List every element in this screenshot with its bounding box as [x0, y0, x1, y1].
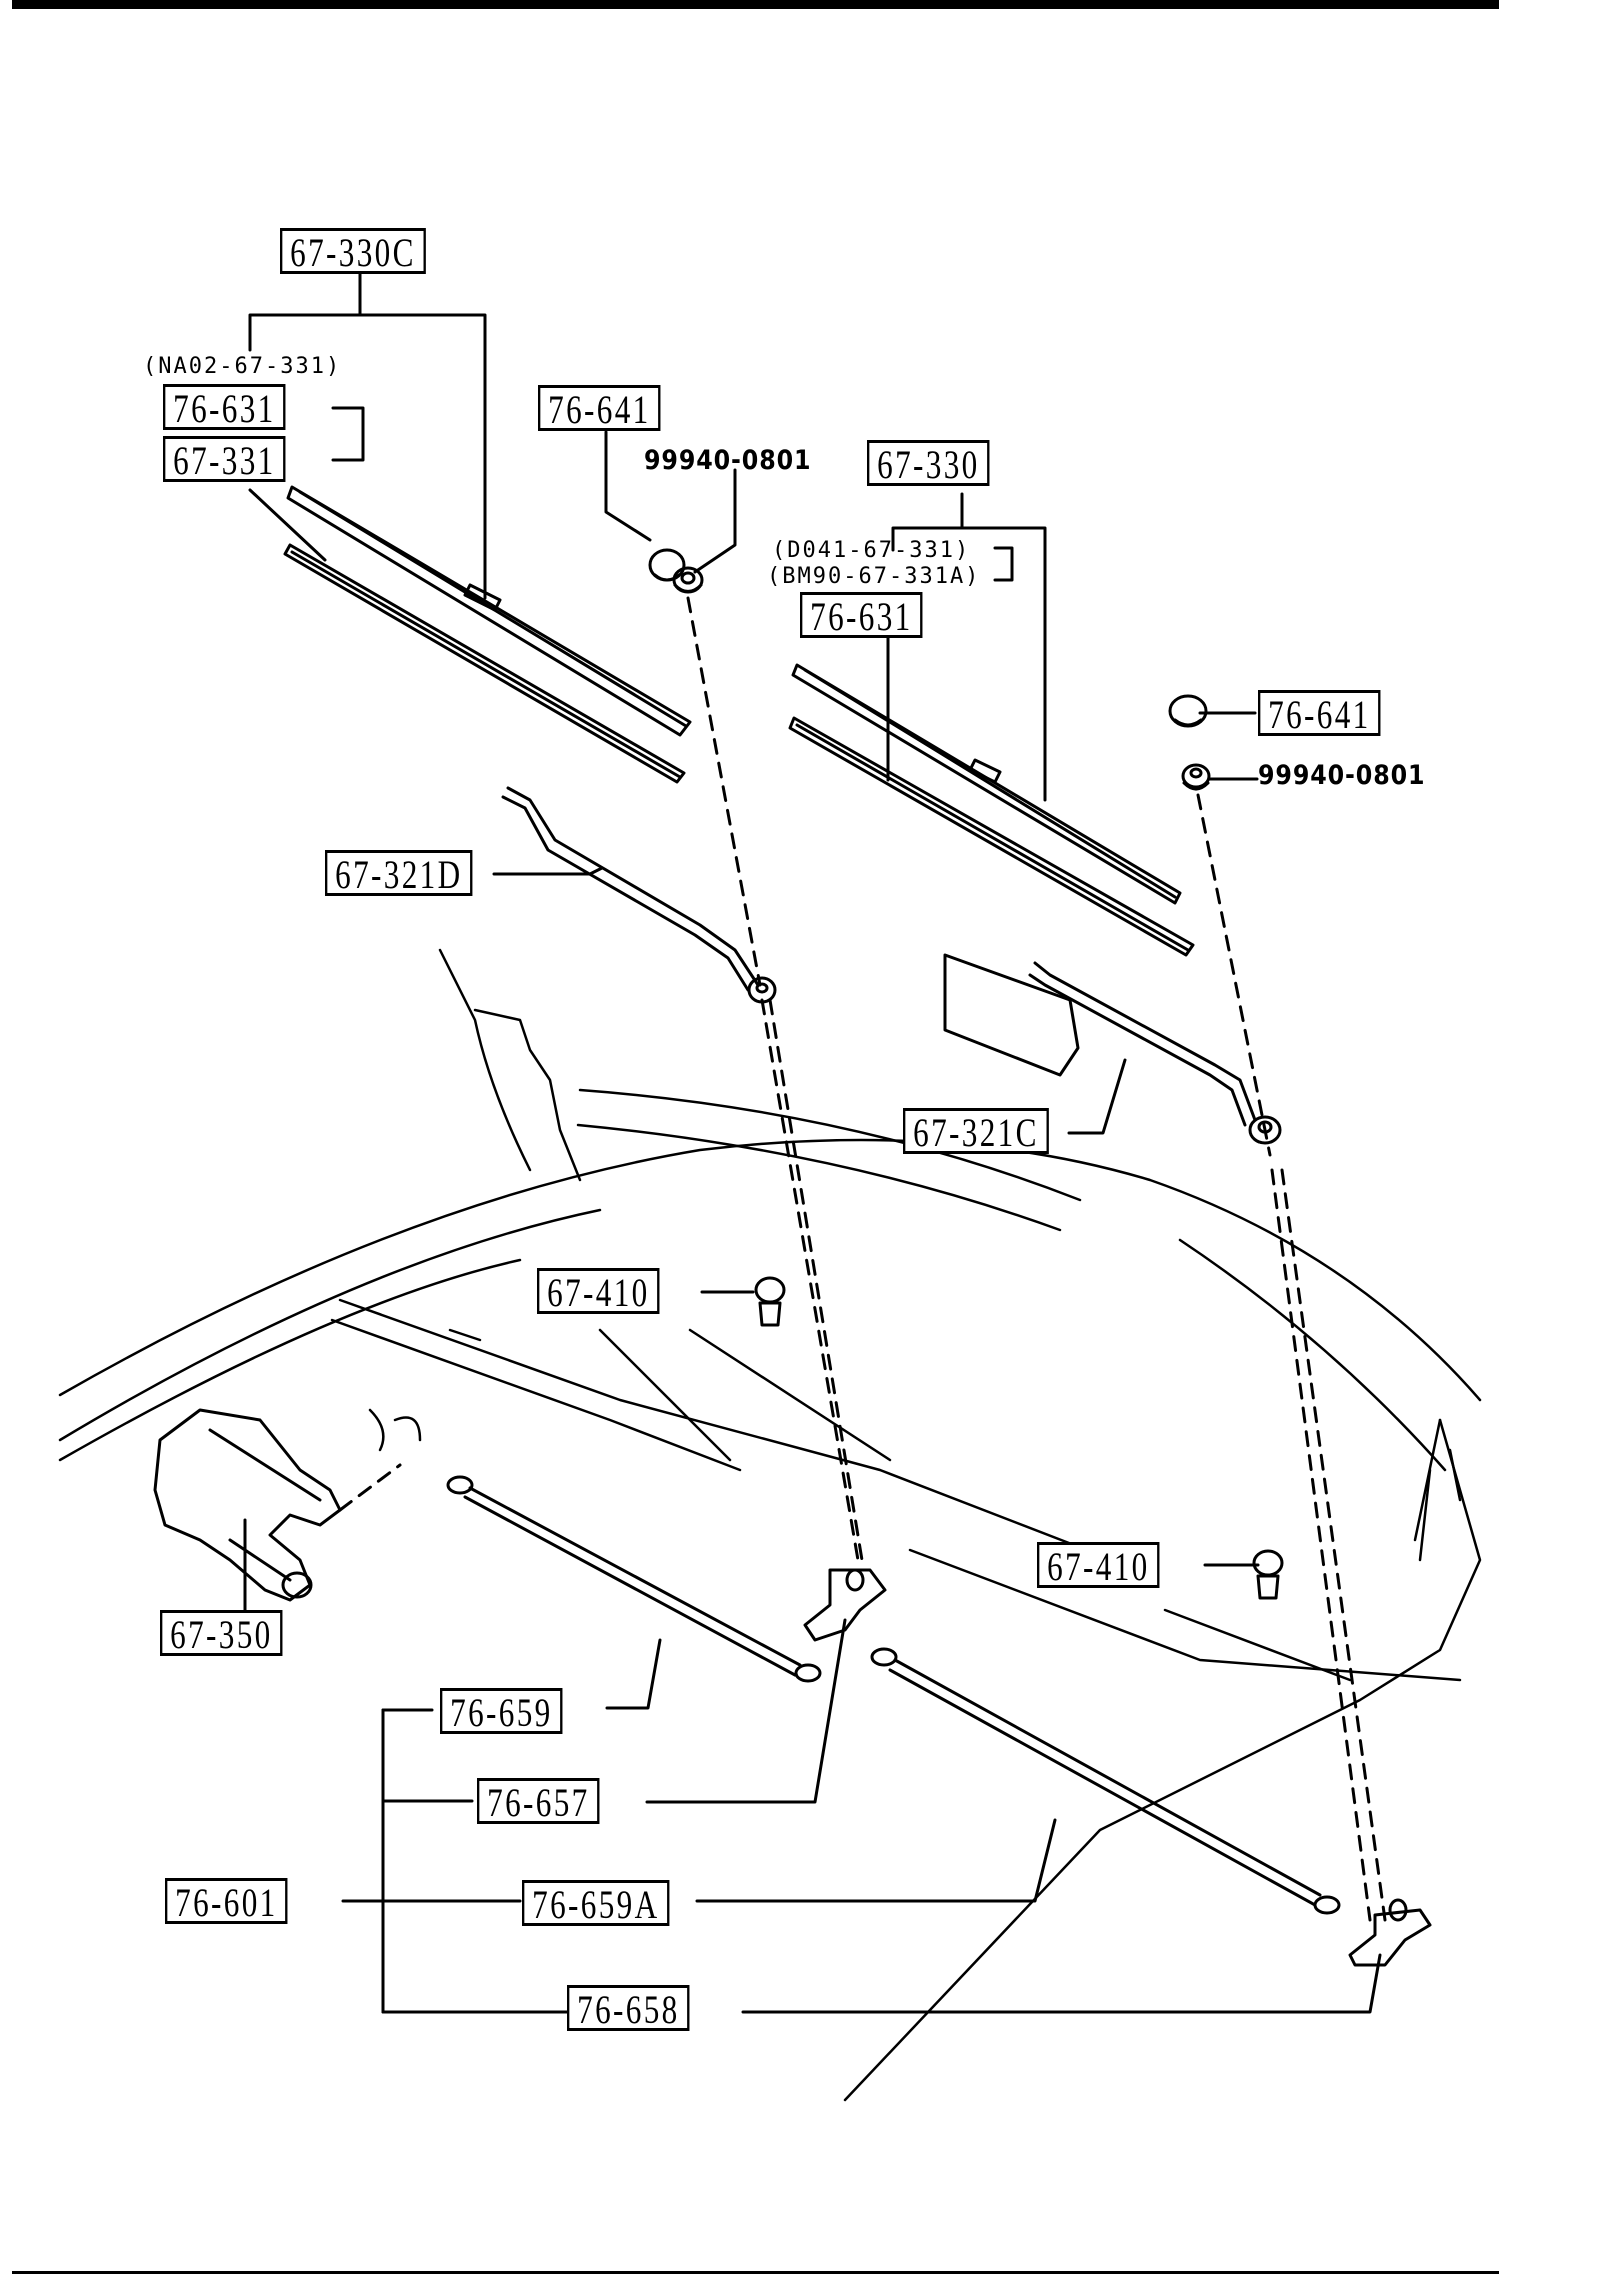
- leader-lines: [243, 261, 1382, 2014]
- wiper-arm-right: [943, 953, 1282, 1145]
- part-label-99940-0801-left[interactable]: 99940-0801: [644, 445, 812, 476]
- part-label-67-330c[interactable]: 67-330C: [280, 228, 426, 274]
- top-border: [12, 0, 1499, 9]
- cap-right: [1168, 694, 1208, 728]
- pivot-left: [803, 1568, 887, 1642]
- part-label-67-330[interactable]: 67-330: [867, 440, 990, 486]
- wiper-blade-left: [283, 485, 692, 784]
- cap-left: [648, 548, 686, 582]
- part-alt-d041-67-331: (D041-67-331): [772, 538, 971, 563]
- link-rod-right: [870, 1647, 1341, 1915]
- wiper-arm-left: [501, 786, 777, 1004]
- part-label-76-631-right[interactable]: 76-631: [800, 592, 923, 638]
- dashed-axis-left: [686, 596, 762, 987]
- vehicle-body-outline: [58, 948, 1482, 2102]
- part-label-76-657[interactable]: 76-657: [477, 1778, 600, 1824]
- nut-right: [1181, 763, 1211, 791]
- pivot-right: [1348, 1898, 1432, 1967]
- part-label-76-641-left[interactable]: 76-641: [538, 385, 661, 431]
- part-label-76-659a[interactable]: 76-659A: [522, 1880, 670, 1926]
- part-label-76-641-right[interactable]: 76-641: [1258, 690, 1381, 736]
- part-label-76-658[interactable]: 76-658: [567, 1985, 690, 2031]
- bolt-right: [1252, 1549, 1284, 1600]
- part-label-67-321d[interactable]: 67-321D: [325, 850, 473, 896]
- wiper-blade-right: [788, 663, 1195, 957]
- part-label-99940-0801-right[interactable]: 99940-0801: [1258, 760, 1426, 791]
- part-label-67-321c[interactable]: 67-321C: [903, 1108, 1049, 1154]
- nut-left: [672, 566, 704, 594]
- wiper-motor: [153, 1408, 402, 1602]
- bottom-border: [12, 2271, 1499, 2274]
- part-label-67-331[interactable]: 67-331: [163, 436, 286, 482]
- part-alt-na02-67-331: (NA02-67-331): [143, 354, 342, 379]
- part-label-76-659[interactable]: 76-659: [440, 1688, 563, 1734]
- part-label-67-410-right[interactable]: 67-410: [1037, 1542, 1160, 1588]
- part-label-76-601[interactable]: 76-601: [165, 1878, 288, 1924]
- link-rod-left: [446, 1475, 822, 1683]
- part-label-67-410-left[interactable]: 67-410: [537, 1268, 660, 1314]
- bolt-left: [754, 1276, 786, 1327]
- part-alt-bm90-67-331a: (BM90-67-331A): [767, 564, 981, 589]
- part-label-67-350[interactable]: 67-350: [160, 1610, 283, 1656]
- part-label-76-631-left[interactable]: 76-631: [163, 384, 286, 430]
